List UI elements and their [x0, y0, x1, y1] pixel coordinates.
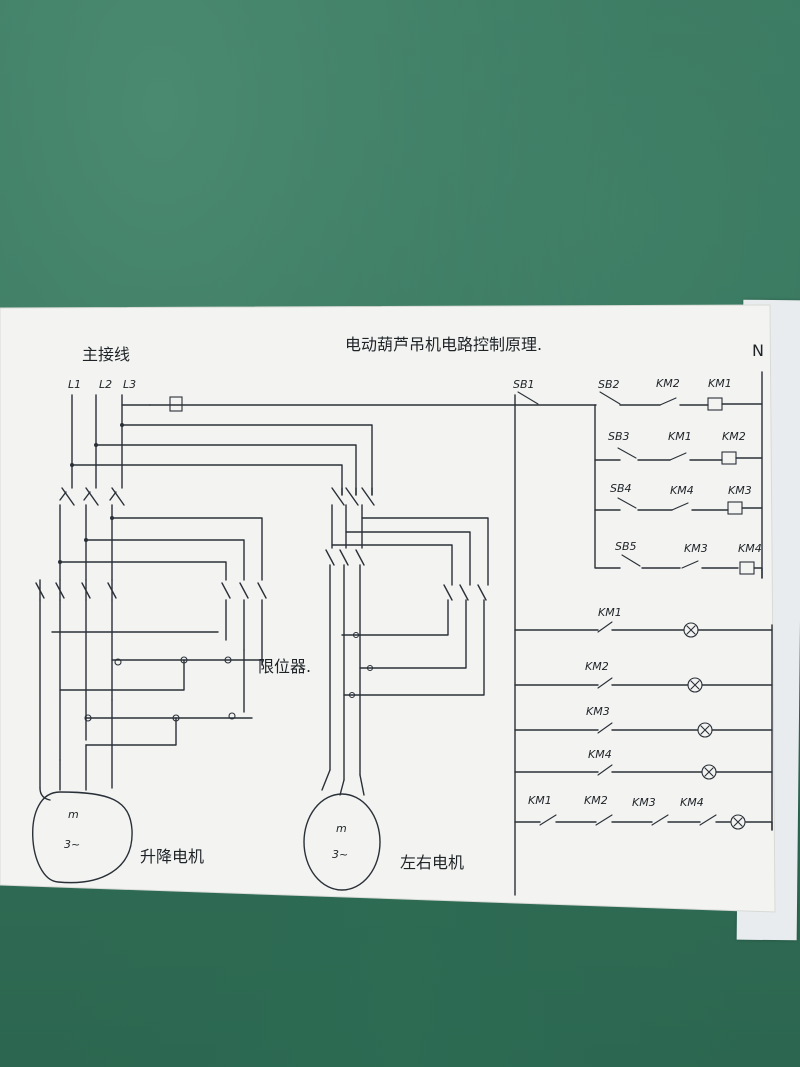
series-label-3: KM3: [632, 796, 656, 809]
rung4-button-label: SB5: [615, 540, 637, 553]
rung2-coil-label: KM2: [722, 430, 746, 443]
series-label-4: KM4: [680, 796, 704, 809]
travel-motor-m: m: [336, 822, 347, 835]
hoist-motor-ac: 3~: [64, 838, 80, 851]
rung1-stop-label: SB2: [598, 378, 620, 391]
series-label-1: KM1: [528, 794, 552, 807]
ind3-contact-label: KM3: [586, 705, 610, 718]
ind2-lamp: [687, 677, 703, 693]
rung2-button-label: SB3: [608, 430, 630, 443]
rung3-coil-label: KM3: [728, 484, 752, 497]
control-circuit: SB1 SB2 KM2 KM1 SB3 KM1 KM2 SB4 KM4 KM3: [513, 371, 773, 896]
series-lamp: [730, 814, 746, 830]
ind3-lamp: [697, 722, 713, 738]
travel-motor-ac: 3~: [332, 848, 348, 861]
main-switch-label: 主接线: [82, 345, 130, 364]
hoist-motor-symbol: [32, 791, 133, 884]
phase-label-l2: L2: [99, 378, 112, 391]
series-label-2: KM2: [584, 794, 608, 807]
power-circuit: 限位器. m 3~ 升降电机 m 3~ 左右电机: [32, 394, 516, 891]
travel-motor-label: 左右电机: [400, 853, 464, 872]
ind4-lamp: [701, 764, 717, 780]
rung1-button-label: SB1: [513, 378, 535, 391]
rung1-interlock-label: KM2: [656, 377, 680, 390]
ind1-lamp: [683, 622, 699, 638]
travel-motor-symbol: [303, 793, 381, 891]
rung3-button-label: SB4: [610, 482, 632, 495]
rung4-coil-label: KM4: [738, 542, 762, 555]
neutral-label: N: [752, 341, 764, 360]
phase-label-l3: L3: [123, 378, 136, 391]
limit-switch-label: 限位器.: [258, 657, 311, 676]
paper-sheet: [0, 304, 776, 913]
ind1-contact-label: KM1: [598, 606, 622, 619]
rung1-coil-label: KM1: [708, 377, 732, 390]
diagram-title: 电动葫芦吊机电路控制原理.: [345, 335, 542, 354]
rung4-interlock-label: KM3: [684, 542, 708, 555]
hoist-motor-m: m: [68, 808, 79, 821]
hoist-motor-label: 升降电机: [140, 847, 204, 866]
rung2-interlock-label: KM1: [668, 430, 692, 443]
ind4-contact-label: KM4: [588, 748, 612, 761]
ind2-contact-label: KM2: [585, 660, 609, 673]
rung3-interlock-label: KM4: [670, 484, 694, 497]
phase-label-l1: L1: [68, 378, 81, 391]
